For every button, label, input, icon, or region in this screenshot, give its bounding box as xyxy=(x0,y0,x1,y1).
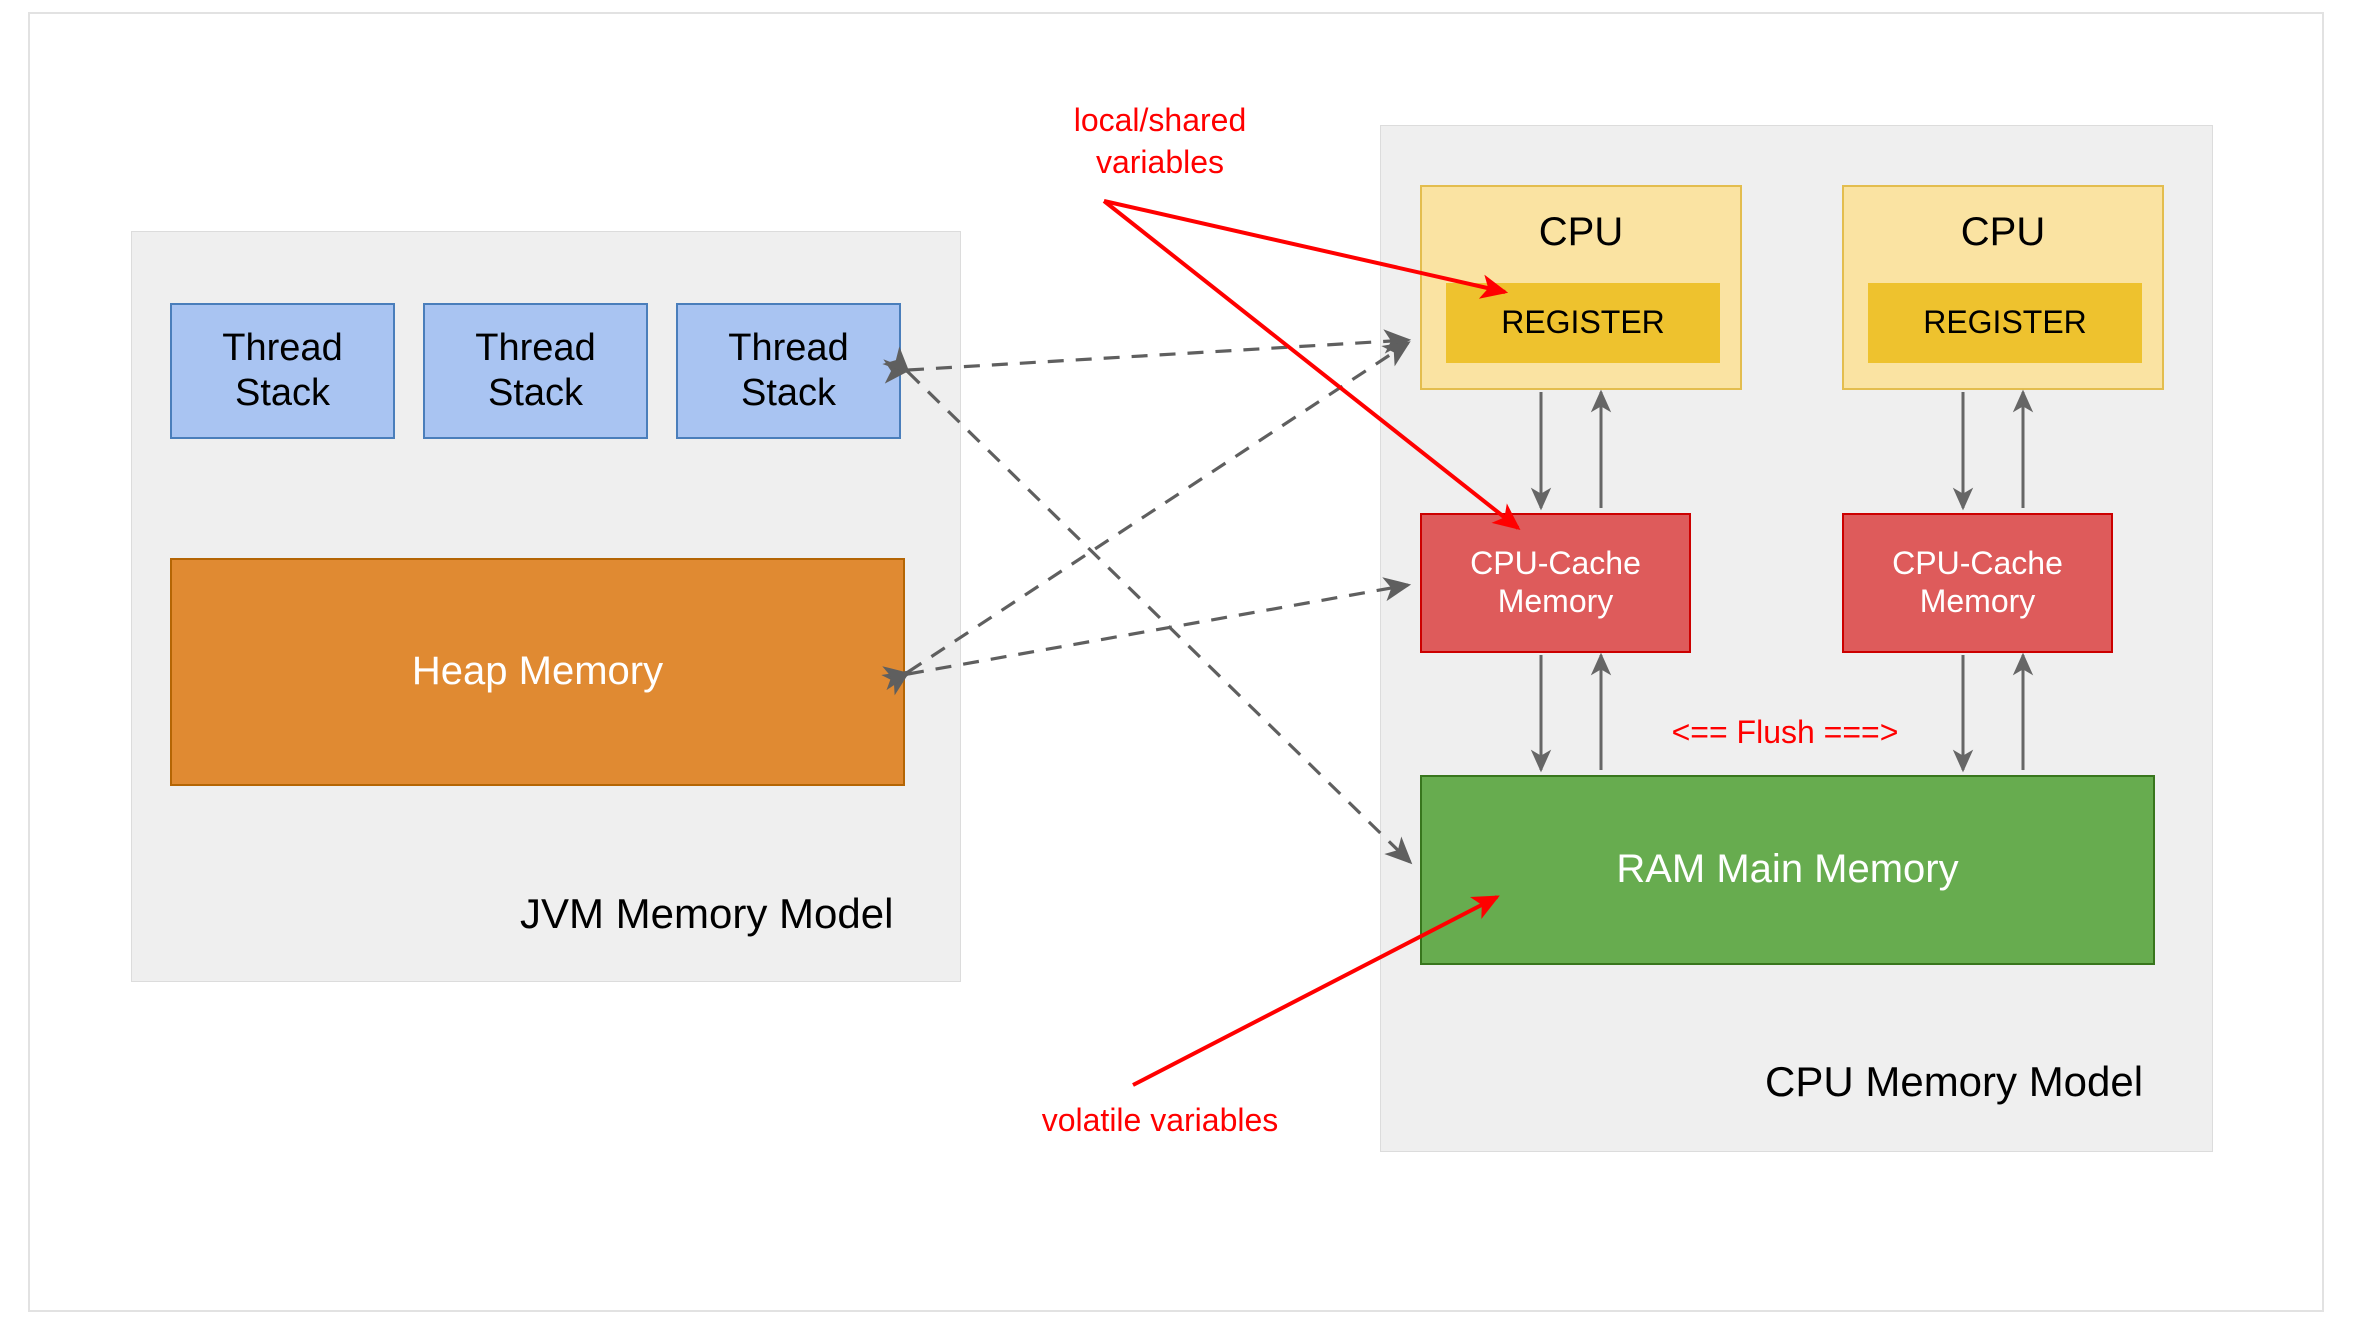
thread-stack-label-2: Thread Stack xyxy=(475,327,596,414)
cpu-box-2[interactable]: CPU REGISTER xyxy=(1842,185,2164,390)
register-box-2[interactable]: REGISTER xyxy=(1868,283,2142,363)
heap-memory-label: Heap Memory xyxy=(411,649,664,694)
cpu-label-1: CPU xyxy=(1538,210,1624,254)
cpu-box-1[interactable]: CPU REGISTER xyxy=(1420,185,1742,390)
cpu-label-2: CPU xyxy=(1960,210,2046,254)
volatile-variables-annotation: volatile variables xyxy=(1041,1102,1279,1138)
cpu-cache-memory-box-1[interactable]: CPU-Cache Memory xyxy=(1420,513,1691,653)
thread-stack-label-1: Thread Stack xyxy=(222,327,343,414)
heap-memory-box[interactable]: Heap Memory xyxy=(170,558,905,786)
local-shared-variables-annotation: local/shared variables xyxy=(1073,102,1247,180)
thread-stack-box-1[interactable]: Thread Stack xyxy=(170,303,395,439)
thread-stack-box-2[interactable]: Thread Stack xyxy=(423,303,648,439)
thread-stack-label-3: Thread Stack xyxy=(728,327,849,414)
thread-stack-box-3[interactable]: Thread Stack xyxy=(676,303,901,439)
ram-main-memory-box[interactable]: RAM Main Memory xyxy=(1420,775,2155,965)
flush-annotation: <== Flush ===> xyxy=(1671,714,1899,750)
register-box-1[interactable]: REGISTER xyxy=(1446,283,1720,363)
cpu-cache-memory-label-2: CPU-Cache Memory xyxy=(1892,545,2063,619)
cpu-cache-memory-label-1: CPU-Cache Memory xyxy=(1470,545,1641,619)
cpu-cache-memory-box-2[interactable]: CPU-Cache Memory xyxy=(1842,513,2113,653)
jvm-memory-model-title: JVM Memory Model xyxy=(520,890,894,937)
register-label-1: REGISTER xyxy=(1501,304,1665,341)
ram-main-memory-label: RAM Main Memory xyxy=(1616,847,1959,892)
register-label-2: REGISTER xyxy=(1923,304,2087,341)
cpu-memory-model-title: CPU Memory Model xyxy=(1765,1058,2144,1105)
